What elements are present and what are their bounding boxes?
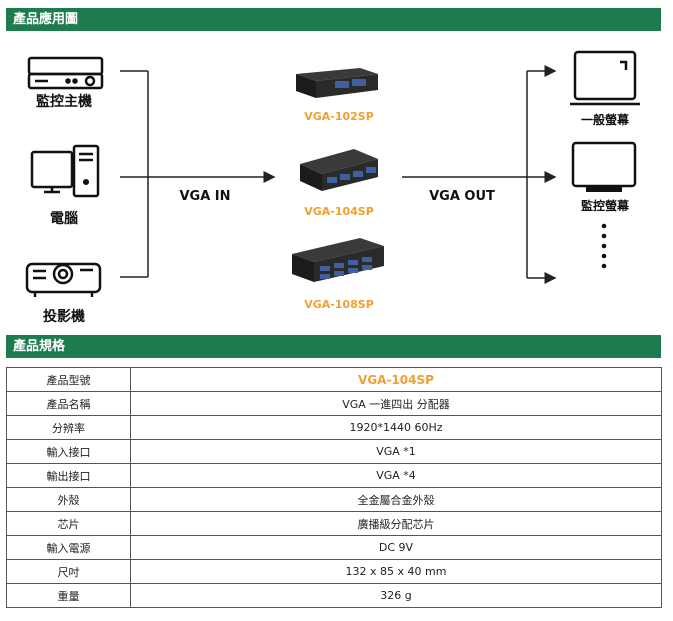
spec-value: 廣播級分配芯片 <box>130 511 662 536</box>
application-diagram: 監控主機 電腦 投影機 VGA IN VGA-102S <box>25 50 640 325</box>
spec-key: 輸入接口 <box>6 439 131 464</box>
output-connector-lines <box>402 65 557 284</box>
model-label-104: VGA-104SP <box>304 205 374 218</box>
output-label-general: 一般螢幕 <box>581 112 630 127</box>
spec-value: 326 g <box>130 583 662 608</box>
more-outputs-dots-icon <box>601 223 607 269</box>
output-label-surveillance: 監控螢幕 <box>581 198 630 213</box>
source-label-computer: 電腦 <box>50 210 78 227</box>
surveillance-monitor-icon <box>571 141 637 192</box>
computer-icon <box>30 144 100 198</box>
spec-key: 輸入電源 <box>6 535 131 560</box>
projector-icon <box>25 262 102 297</box>
spec-value: 132 x 85 x 40 mm <box>130 559 662 584</box>
spec-key: 芯片 <box>6 511 131 536</box>
splitter-device-2port <box>296 68 378 98</box>
model-label-108: VGA-108SP <box>304 298 374 311</box>
spec-row: 外殼全金屬合金外殼 <box>6 487 662 512</box>
application-section-header: 產品應用圖 <box>6 8 661 31</box>
spec-key: 產品名稱 <box>6 391 131 416</box>
spec-key: 尺吋 <box>6 559 131 584</box>
spec-value: VGA-104SP <box>130 367 662 392</box>
spec-value: VGA *1 <box>130 439 662 464</box>
monitor-icon <box>570 50 640 106</box>
spec-value: VGA 一進四出 分配器 <box>130 391 662 416</box>
vga-out-label: VGA OUT <box>429 189 495 204</box>
vga-in-label: VGA IN <box>179 189 230 204</box>
input-connector-lines <box>120 70 276 278</box>
spec-key: 分辨率 <box>6 415 131 440</box>
model-label-102: VGA-102SP <box>304 110 374 123</box>
spec-value: DC 9V <box>130 535 662 560</box>
spec-key: 輸出接口 <box>6 463 131 488</box>
dvr-icon <box>27 56 104 90</box>
spec-value: 1920*1440 60Hz <box>130 415 662 440</box>
splitter-device-4port <box>300 149 378 191</box>
spec-section-header: 產品規格 <box>6 335 661 358</box>
source-label-projector: 投影機 <box>43 308 85 325</box>
spec-row: 芯片廣播級分配芯片 <box>6 511 662 536</box>
spec-key: 外殼 <box>6 487 131 512</box>
source-label-dvr: 監控主機 <box>36 93 92 110</box>
spec-value: VGA *4 <box>130 463 662 488</box>
spec-key: 產品型號 <box>6 367 131 392</box>
spec-key: 重量 <box>6 583 131 608</box>
splitter-device-8port <box>292 238 384 282</box>
spec-value: 全金屬合金外殼 <box>130 487 662 512</box>
